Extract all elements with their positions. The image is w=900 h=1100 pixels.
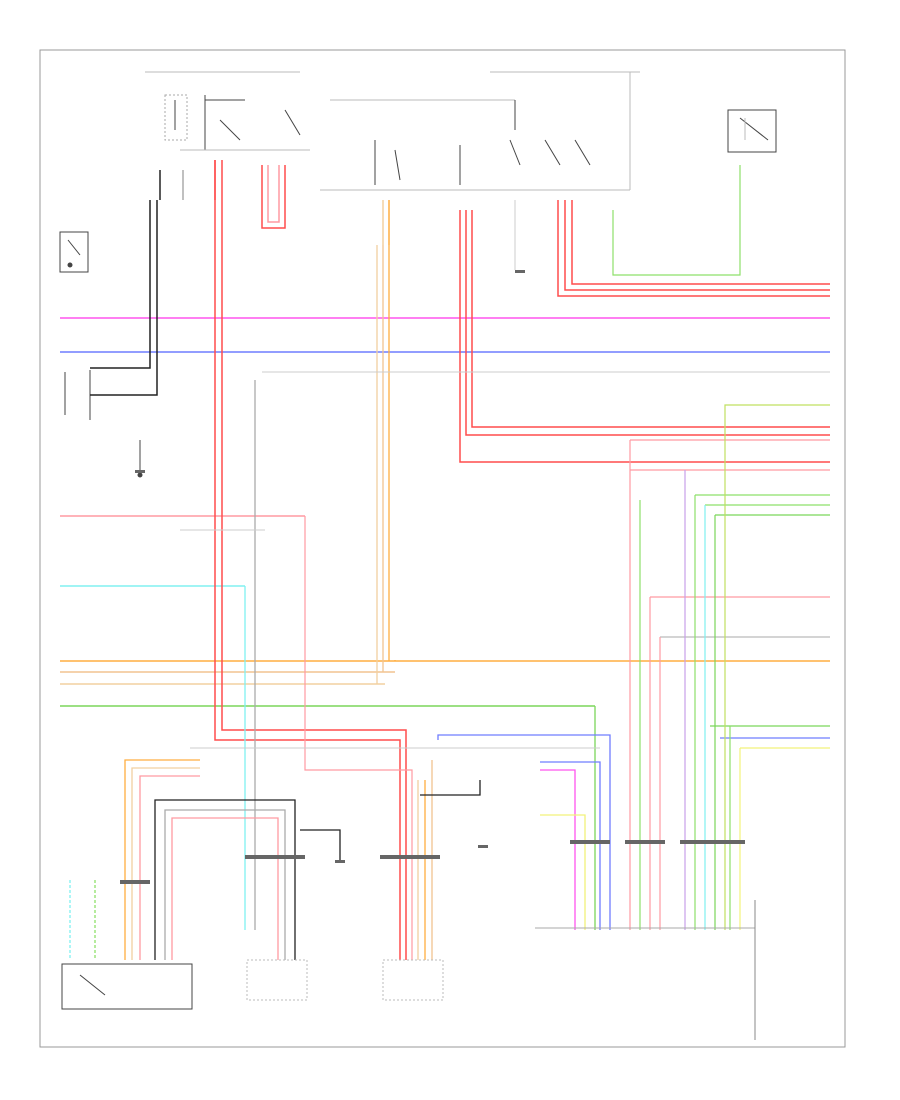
lower-left-bundle	[69, 759, 341, 960]
lower-mid-bundle	[417, 734, 611, 960]
red-bundle-top	[459, 200, 830, 463]
black-left	[90, 200, 158, 396]
right-verticals	[629, 430, 741, 930]
central-red	[214, 160, 407, 960]
connector-stubs	[120, 270, 745, 884]
pink-down	[304, 516, 413, 960]
right-feeds	[612, 165, 830, 749]
top-left-stubs	[159, 160, 390, 245]
tan-verticals	[244, 245, 596, 930]
top-center-fuse-block	[320, 71, 640, 191]
left-upper-switch	[59, 231, 89, 273]
fuel-pump-module-box	[61, 963, 193, 1010]
primary-fuel-sender-box	[246, 959, 308, 1001]
bottom-components	[61, 900, 756, 1040]
secondary-fuel-sender-box	[382, 959, 444, 1001]
misc-gray	[180, 200, 830, 749]
diagram-frame	[39, 49, 846, 1048]
instrument-cluster-block	[727, 109, 777, 153]
top-left-fuse-block	[145, 71, 310, 151]
left-middle-switch	[64, 370, 150, 478]
